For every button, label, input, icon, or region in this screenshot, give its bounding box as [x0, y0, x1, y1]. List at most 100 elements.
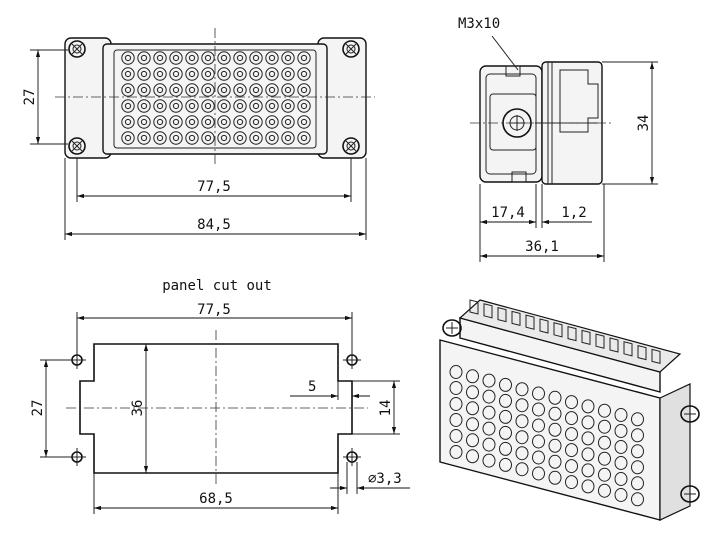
contact-cavity	[153, 115, 167, 129]
contact-cavity	[532, 450, 545, 465]
contact-pin	[220, 134, 228, 142]
contact-cavity	[249, 51, 263, 65]
cooling-fin	[567, 325, 577, 342]
contact-cavity	[548, 470, 562, 485]
contact-cavity	[233, 115, 247, 129]
contact-pin	[252, 54, 260, 62]
contact-cavity	[499, 441, 512, 456]
contact-pin	[156, 118, 164, 126]
contact-cavity	[265, 67, 279, 81]
contact-cavity	[581, 415, 595, 430]
side-dim-left: 17,4	[491, 205, 525, 221]
contact-cavity	[466, 401, 479, 416]
contact-cavity	[169, 67, 183, 81]
contact-cavity	[153, 83, 167, 97]
contact-cavity	[169, 131, 183, 145]
contact-cavity	[466, 385, 479, 400]
contact-cavity	[137, 83, 151, 97]
contact-pin	[252, 86, 260, 94]
contact-cavity	[581, 399, 595, 414]
contact-cavity	[449, 413, 463, 427]
contact-pin	[172, 134, 180, 142]
cooling-fin	[637, 344, 647, 361]
contact-pin	[268, 118, 276, 126]
contact-pin	[140, 54, 148, 62]
contact-cavity	[217, 67, 231, 81]
contact-pin	[284, 70, 292, 78]
contact-pin	[124, 134, 132, 142]
contact-cavity	[532, 418, 545, 433]
contact-cavity	[631, 460, 644, 475]
cutout-dim-top: 77,5	[197, 302, 231, 318]
screw-icon	[68, 137, 86, 155]
cooling-fin	[497, 306, 507, 323]
contact-cavity	[249, 131, 263, 145]
contact-cavity	[548, 438, 562, 453]
contact-cavity	[249, 115, 263, 129]
isometric-connector-illustration	[439, 299, 700, 521]
contact-cavity	[532, 386, 545, 401]
contact-pin	[188, 86, 196, 94]
contact-pin	[300, 86, 308, 94]
contact-cavity	[548, 390, 562, 405]
contact-pin	[236, 102, 244, 110]
contact-cavity	[249, 67, 263, 81]
contact-cavity	[233, 99, 247, 113]
contact-cavity	[499, 377, 512, 392]
contact-cavity	[185, 67, 199, 81]
contact-cavity	[201, 115, 215, 129]
contact-cavity	[499, 457, 512, 472]
contact-pin	[124, 102, 132, 110]
contact-cavity	[614, 488, 628, 502]
contact-cavity	[297, 67, 311, 81]
contact-cavity	[466, 417, 479, 432]
contact-pin	[236, 54, 244, 62]
contact-cavity	[581, 431, 595, 446]
side-dim-right: 1,2	[561, 205, 586, 221]
contact-cavity	[532, 434, 545, 449]
contact-cavity	[565, 475, 578, 490]
contact-cavity	[137, 67, 151, 81]
contact-pin	[124, 70, 132, 78]
contact-pin	[252, 70, 260, 78]
contact-pin	[220, 118, 228, 126]
contact-cavity	[482, 373, 496, 388]
cooling-fin	[609, 337, 619, 353]
contact-cavity	[169, 51, 183, 65]
contact-cavity	[153, 99, 167, 113]
contact-pin	[300, 54, 308, 62]
contact-cavity	[233, 67, 247, 81]
contact-pin	[188, 118, 196, 126]
contact-cavity	[631, 444, 644, 459]
contact-cavity	[548, 422, 562, 437]
contact-pin	[204, 134, 212, 142]
screw-icon	[442, 319, 462, 337]
contact-cavity	[121, 99, 135, 113]
contact-cavity	[598, 419, 611, 434]
contact-cavity	[233, 131, 247, 145]
contact-cavity	[548, 406, 562, 421]
contact-cavity	[153, 131, 167, 145]
contact-cavity	[515, 446, 529, 461]
contact-cavity	[217, 83, 231, 97]
front-dim-inner-width: 77,5	[197, 179, 231, 195]
contact-cavity	[265, 51, 279, 65]
contact-cavity	[297, 51, 311, 65]
contact-cavity	[614, 408, 628, 422]
contact-pin	[252, 134, 260, 142]
contact-cavity	[297, 99, 311, 113]
contact-pin	[124, 54, 132, 62]
contact-pin	[204, 86, 212, 94]
contact-pin	[188, 54, 196, 62]
contact-pin	[220, 54, 228, 62]
contact-cavity	[281, 131, 295, 145]
contact-pin	[300, 134, 308, 142]
contact-cavity	[565, 411, 578, 426]
contact-cavity	[121, 67, 135, 81]
contact-cavity	[598, 435, 611, 450]
contact-pin	[236, 118, 244, 126]
contact-cavity	[121, 51, 135, 65]
contact-cavity	[169, 115, 183, 129]
contact-cavity	[217, 99, 231, 113]
